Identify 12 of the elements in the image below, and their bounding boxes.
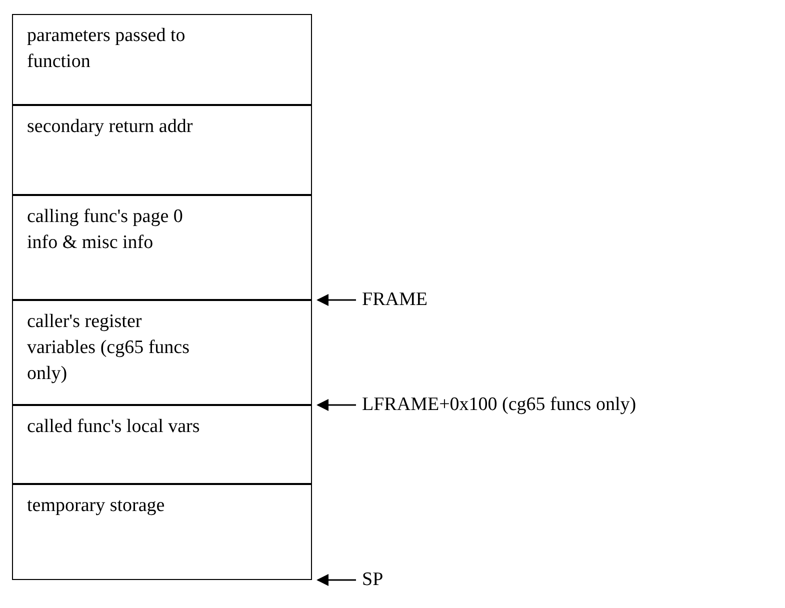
stack-frame-slot: calling func's page 0 info & misc info: [12, 195, 312, 300]
stack-frame-slot: parameters passed to function: [12, 14, 312, 105]
pointer-arrow: [316, 574, 356, 586]
stack-frame-slot: called func's local vars: [12, 405, 312, 484]
pointer-label: LFRAME+0x100 (cg65 funcs only): [362, 394, 636, 416]
pointer-arrow: [316, 294, 356, 306]
pointer-label: FRAME: [362, 289, 428, 311]
pointer-arrow: [316, 399, 356, 411]
pointer-label: SP: [362, 569, 384, 591]
stack-frame-slot: temporary storage: [12, 484, 312, 580]
stack-frame-slot: caller's register variables (cg65 funcs only): [12, 300, 312, 405]
stack-frame-slot: secondary return addr: [12, 105, 312, 195]
